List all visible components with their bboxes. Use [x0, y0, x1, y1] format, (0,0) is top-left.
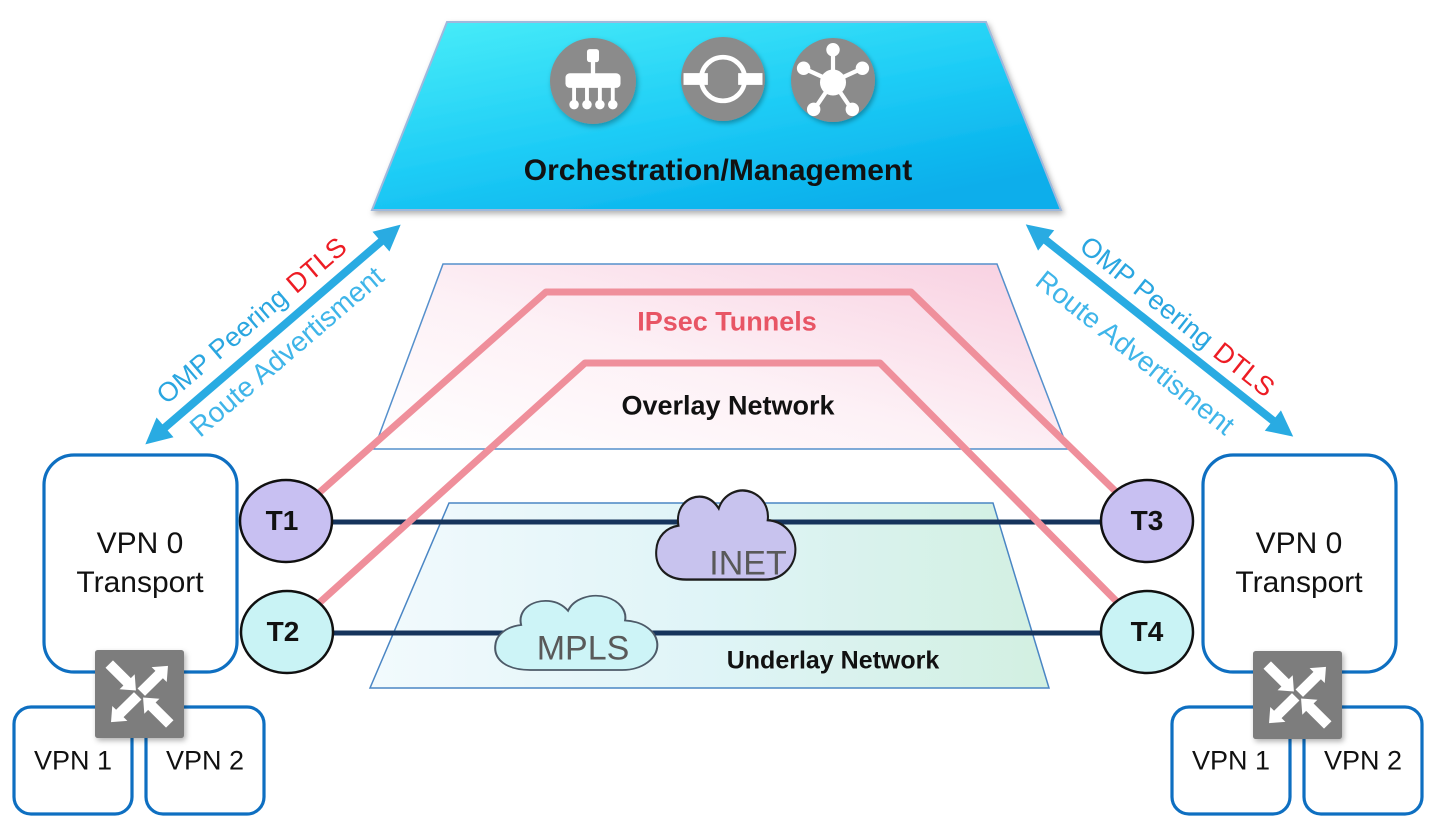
ipsec-tunnels-label: IPsec Tunnels — [637, 306, 817, 337]
underlay-network-label: Underlay Network — [726, 646, 940, 675]
t2-label: T2 — [266, 616, 300, 647]
vpn0-line2: Transport — [1235, 566, 1363, 599]
vpn0-line1: VPN 0 — [96, 527, 184, 560]
omp-peering-arrow-right — [1025, 224, 1294, 437]
t4-label: T4 — [1130, 616, 1164, 647]
vpn0-label-left: VPN 0 Transport — [76, 524, 203, 602]
router-icon-right — [1253, 651, 1342, 739]
vpn1-label-left: VPN 1 — [33, 745, 113, 776]
t3-label: T3 — [1130, 505, 1164, 536]
vpn2-label-left: VPN 2 — [165, 745, 245, 776]
orchestration-label: Orchestration/Management — [523, 154, 913, 187]
t1-circle — [238, 478, 334, 564]
t2-circle — [239, 589, 335, 675]
vpn0-line1: VPN 0 — [1255, 527, 1343, 560]
overlay-network-label: Overlay Network — [621, 390, 835, 421]
controller-hub-icon — [791, 38, 875, 122]
inet-cloud-label: INET — [709, 544, 787, 583]
vpn0-line2: Transport — [76, 566, 204, 599]
management-console-icon — [550, 38, 636, 124]
mpls-cloud-label: MPLS — [536, 629, 630, 668]
vpn1-label-right: VPN 1 — [1191, 745, 1271, 776]
ipsec-tunnel-t2-t4 — [284, 359, 1150, 635]
t3-circle — [1099, 478, 1195, 564]
vpn0-label-right: VPN 0 Transport — [1235, 524, 1362, 602]
omp-peering-arrow-left — [145, 224, 401, 445]
vpn2-label-right: VPN 2 — [1323, 745, 1403, 776]
orchestrator-sync-icon — [681, 37, 765, 121]
router-icon-left — [95, 650, 184, 738]
t1-label: T1 — [265, 505, 299, 536]
t4-circle — [1099, 589, 1195, 675]
